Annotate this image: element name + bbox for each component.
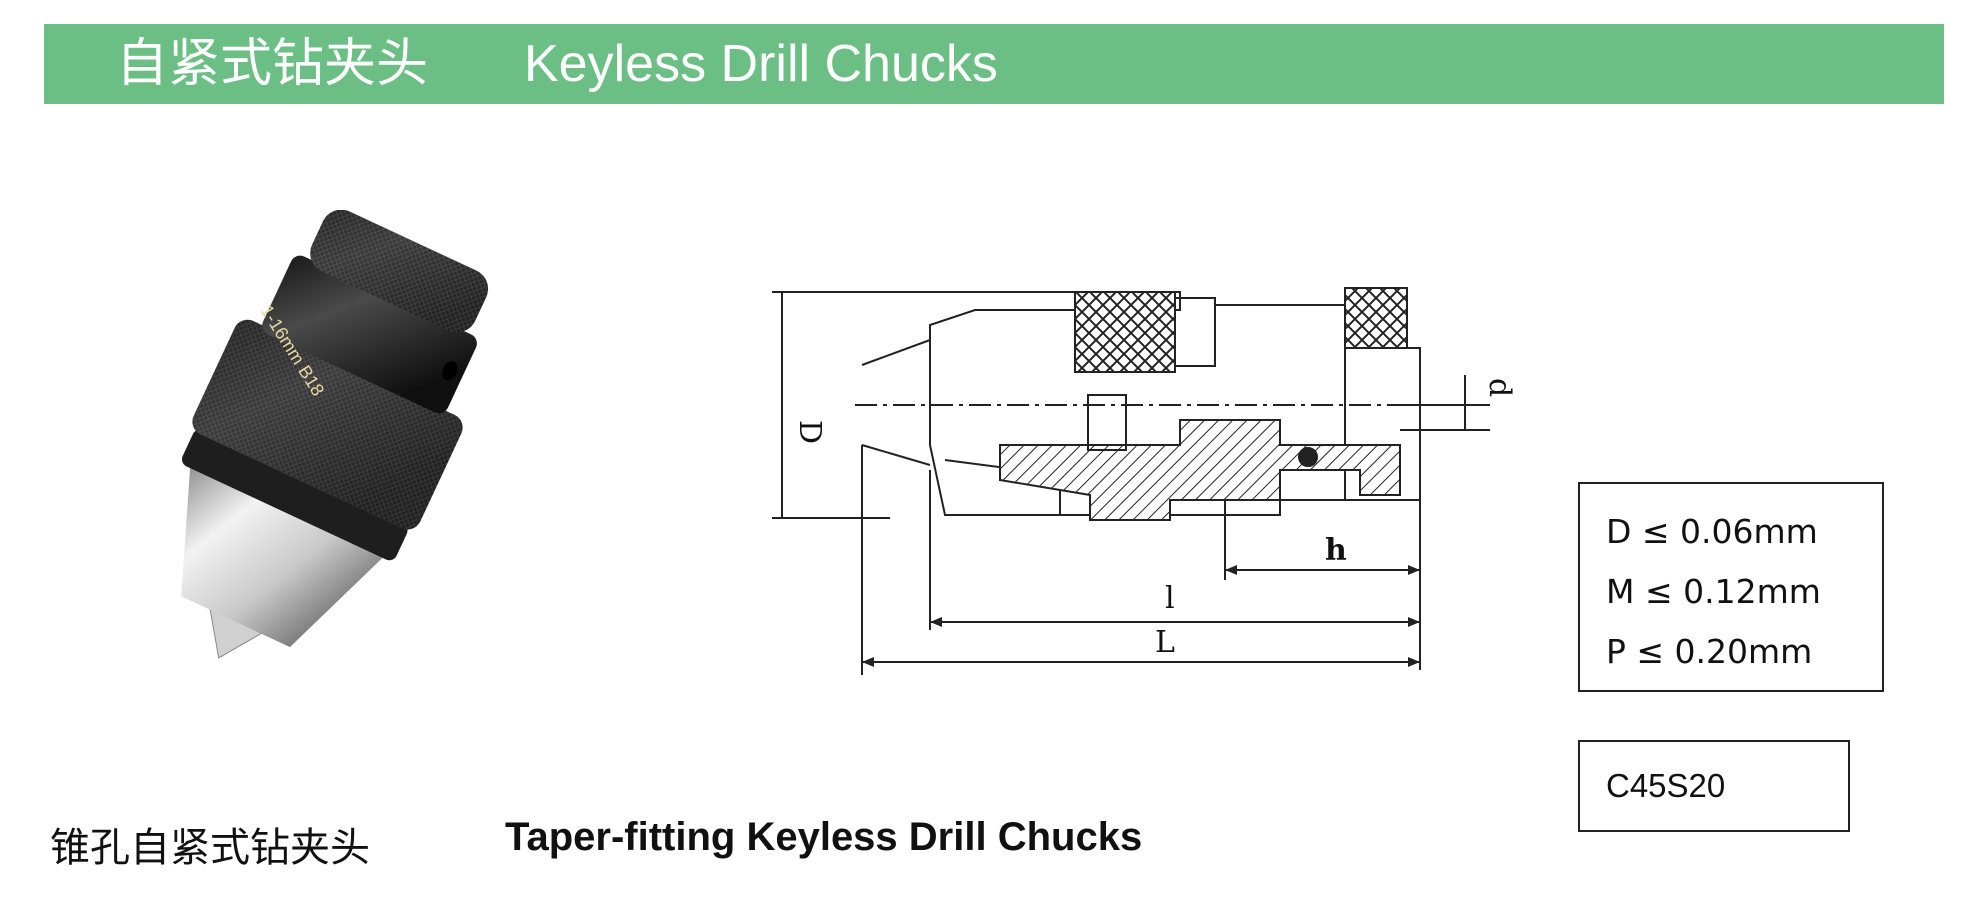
drill-chuck-photo: 1-16mm B18: [181, 210, 489, 659]
caption-cn: 锥孔自紧式钻夹头: [50, 825, 370, 871]
dim-label-d: d: [1482, 378, 1517, 397]
caption-en: Taper-fitting Keyless Drill Chucks: [505, 815, 1143, 859]
spec-line: P ≤ 0.20mm: [1606, 632, 1813, 671]
dim-label-L: L: [1155, 625, 1175, 660]
dim-label-l: l: [1165, 581, 1175, 616]
header-title-en: Keyless Drill Chucks: [524, 35, 998, 93]
header-title-cn: 自紧式钻夹头: [116, 34, 429, 94]
spec-line: M ≤ 0.12mm: [1606, 572, 1821, 611]
spec-line: D ≤ 0.06mm: [1606, 512, 1818, 551]
technical-drawing: D d h l L: [772, 287, 1517, 675]
header-bar: 自紧式钻夹头 Keyless Drill Chucks: [44, 24, 1944, 104]
tolerance-spec-box: D ≤ 0.06mm M ≤ 0.12mm P ≤ 0.20mm: [1578, 482, 1884, 692]
dim-label-D: D: [792, 420, 827, 444]
dim-label-h: h: [1325, 533, 1347, 568]
model-code-box: C45S20: [1578, 740, 1850, 832]
